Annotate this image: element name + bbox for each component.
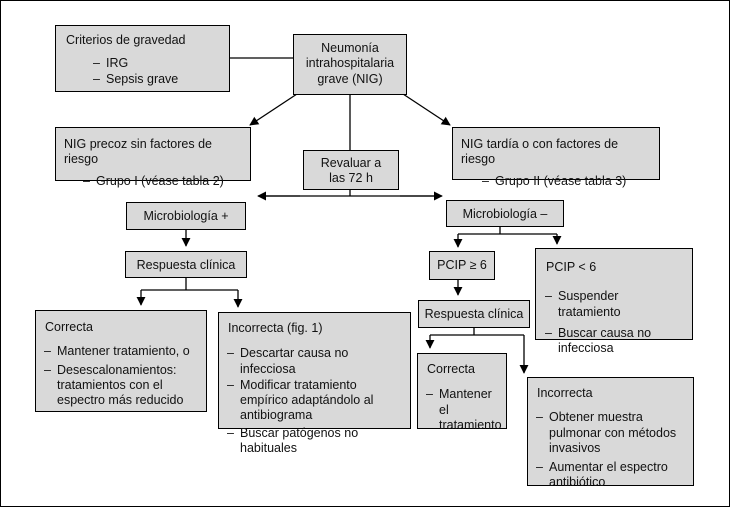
node-title: Correcta [427, 362, 475, 376]
edge-nig-tardia [399, 91, 451, 126]
edge-nig-precoz [249, 91, 301, 126]
node-title: Correcta [45, 320, 93, 334]
node-incorrecta-left: Incorrecta (fig. 1) Descartar causa no i… [218, 312, 411, 455]
node-item: Mantener el tratamiento [426, 387, 502, 433]
node-respuesta-clinica-right: Respuesta clínica [418, 300, 530, 328]
node-nig-tardia: NIG tardía o con factores de riesgo Grup… [452, 127, 660, 189]
node-title: Criterios de gravedad [66, 33, 186, 47]
node-correcta-left: Correcta Mantener tratamiento, o Desesca… [35, 310, 207, 412]
node-title: Respuesta clínica [136, 258, 236, 272]
node-item: Suspender tratamiento [545, 289, 682, 320]
node-item: Buscar causa no infecciosa [545, 326, 682, 357]
node-item: Buscar patógenos no habituales [227, 426, 401, 457]
node-title: NIG precoz sin factores de riesgo [64, 137, 212, 167]
node-respuesta-clinica-left: Respuesta clínica [125, 251, 247, 278]
node-item: Obtener muestra pulmonar con métodos inv… [536, 410, 684, 456]
node-pcip-ge6: PCIP ≥ 6 [429, 251, 495, 280]
node-item: Aumentar el espectro antibiótico [536, 460, 684, 491]
node-title: PCIP ≥ 6 [437, 258, 487, 272]
node-title: Revaluar a las 72 h [320, 156, 382, 186]
node-title: Respuesta clínica [424, 307, 524, 321]
node-item: IRG [93, 56, 219, 72]
node-nig-precoz: NIG precoz sin factores de riesgo Grupo … [55, 127, 251, 189]
node-criterios-gravedad: Criterios de gravedad IRG Sepsis grave [55, 25, 230, 92]
node-item: Grupo II (véase tabla 3) [482, 174, 651, 190]
node-item: Desescalonamientos: tratamientos con el … [44, 363, 197, 409]
node-item: Descartar causa no infecciosa [227, 346, 401, 377]
node-title: Microbiología + [143, 209, 229, 223]
node-title: Neumonía intrahospitalaria grave (NIG) [305, 41, 395, 86]
node-title: NIG tardía o con factores de riesgo [461, 137, 619, 167]
node-title: Incorrecta [537, 386, 593, 400]
node-correcta-right: Correcta Mantener el tratamiento [417, 353, 507, 432]
node-item: Sepsis grave [93, 72, 219, 88]
node-microbiologia-positiva: Microbiología + [126, 202, 246, 230]
node-nig: Neumonía intrahospitalaria grave (NIG) [293, 34, 407, 95]
node-title: Microbiología – [462, 207, 548, 221]
node-item: Grupo I (véase tabla 2) [83, 174, 242, 190]
node-revaluar: Revaluar a las 72 h [303, 150, 399, 190]
node-microbiologia-negativa: Microbiología – [446, 200, 564, 227]
node-incorrecta-right: Incorrecta Obtener muestra pulmonar con … [527, 377, 694, 489]
node-pcip-lt6: PCIP < 6 Suspender tratamiento Buscar ca… [535, 248, 693, 355]
node-item: Mantener tratamiento, o [44, 344, 197, 360]
node-title: PCIP < 6 [546, 260, 597, 274]
node-item: Modificar tratamiento empírico adaptándo… [227, 378, 401, 424]
node-title: Incorrecta (fig. 1) [228, 321, 323, 335]
